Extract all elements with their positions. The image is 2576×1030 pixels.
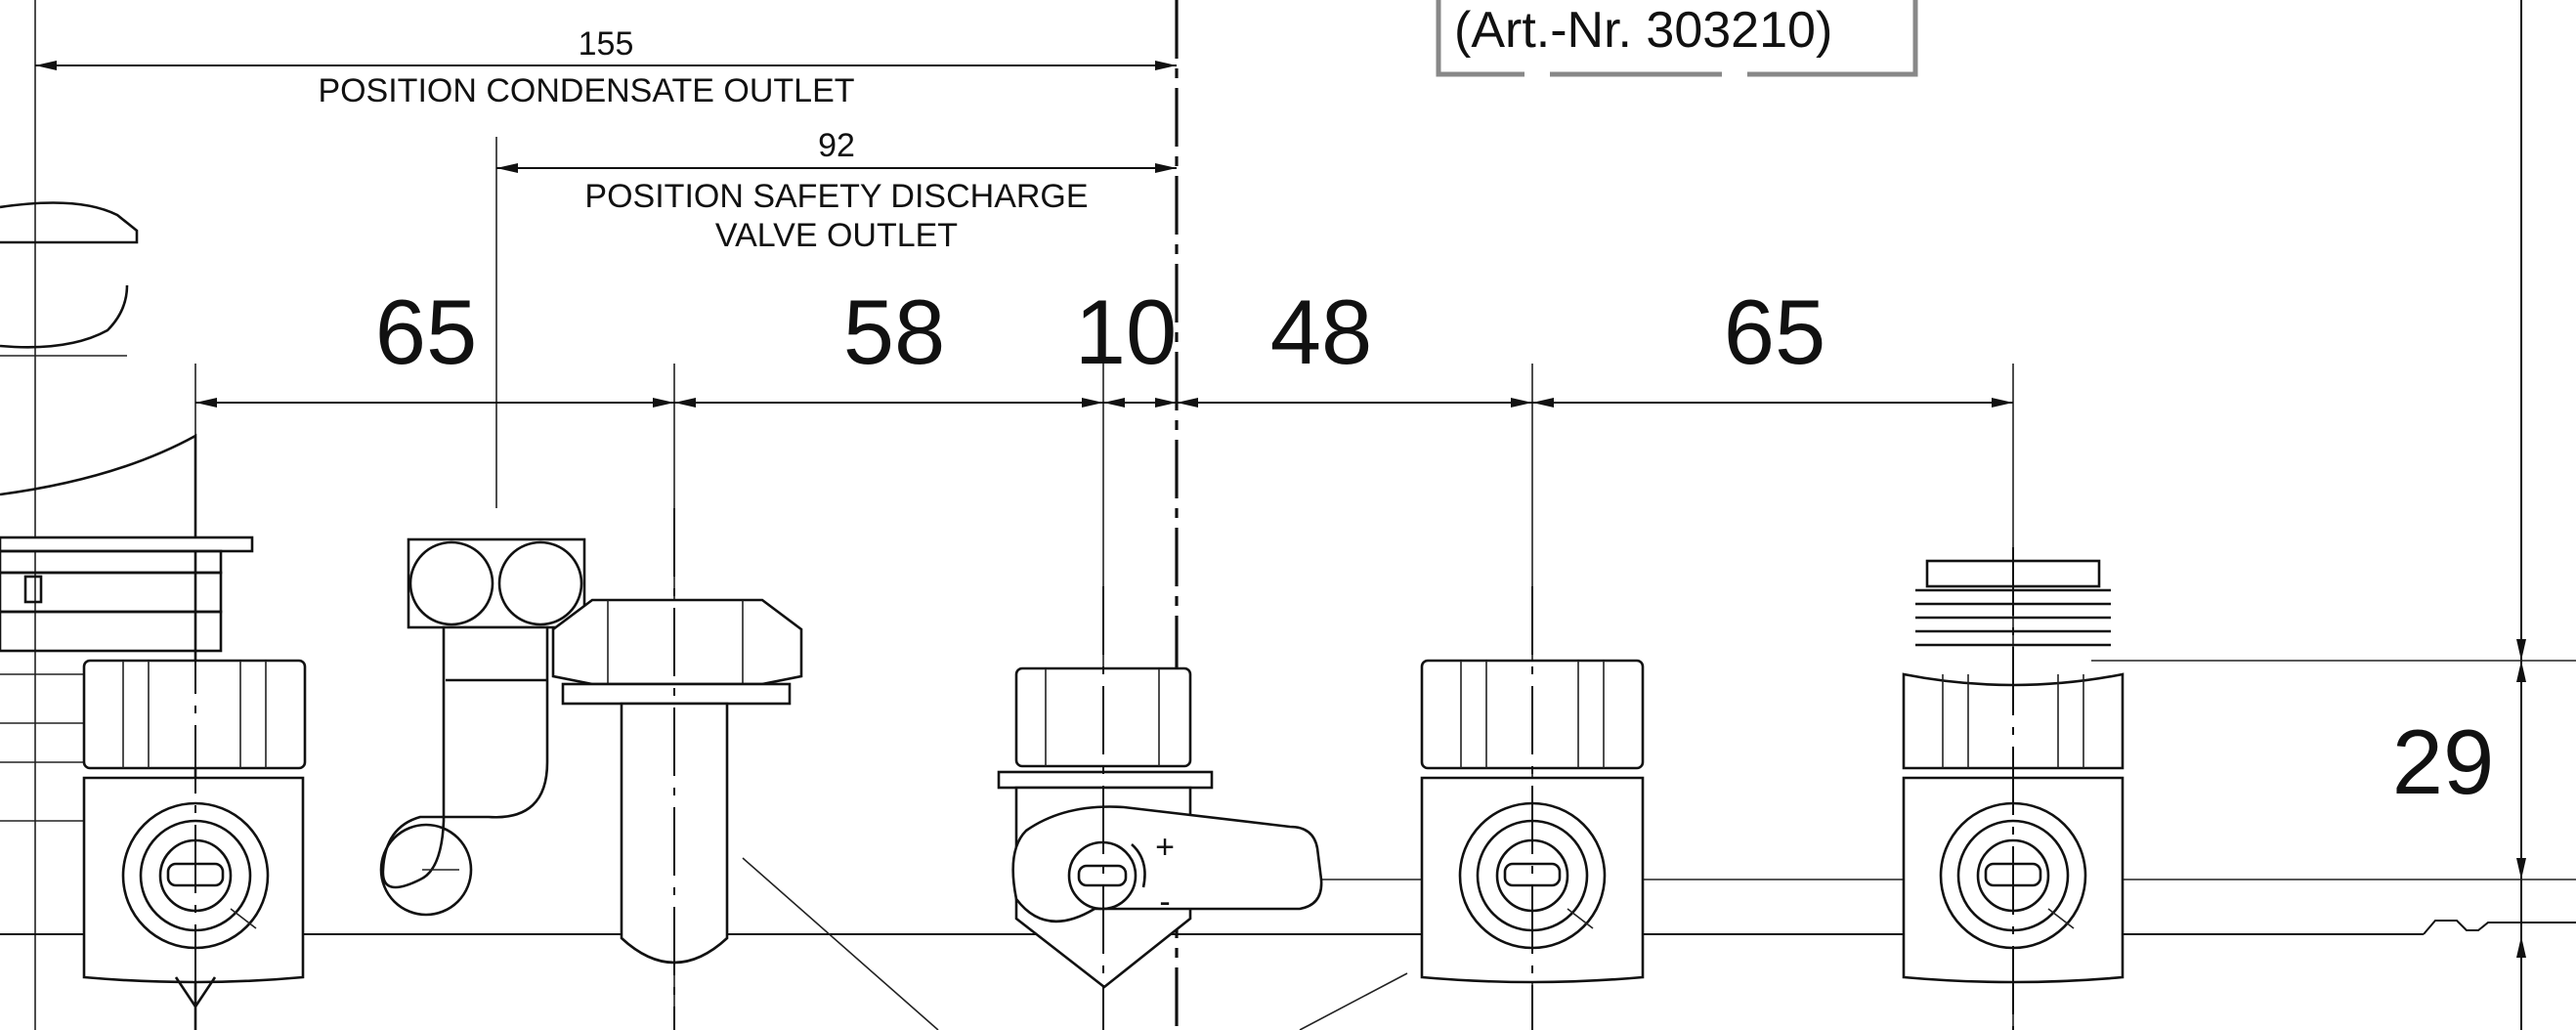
valve-body-4 [1420, 586, 1645, 1030]
base-line-step [2423, 920, 2576, 935]
lever-minus-mark: - [1159, 883, 1170, 921]
valve-body-1 [82, 625, 307, 1030]
height-dimension: 29 [1300, 0, 2576, 1030]
condensate-elbow-outlet [379, 537, 586, 917]
dimension-safety-discharge: 92 POSITION SAFETY DISCHARGE VALVE OUTLE… [495, 127, 1177, 508]
safety-discharge-outlet [551, 508, 939, 1030]
condensate-dimension-label: POSITION CONDENSATE OUTLET [318, 72, 854, 109]
spacing-value-3: 10 [1075, 280, 1178, 383]
valve-body-5-threaded [1902, 547, 2125, 1030]
spacing-value-1: 65 [375, 280, 478, 383]
article-number-note: (Art.-Nr. 303210) [1436, 0, 1918, 77]
valve-with-lever: + - [997, 586, 1408, 1030]
spacing-value-2: 58 [843, 280, 946, 383]
spacing-value-4: 48 [1270, 280, 1373, 383]
lever-plus-mark: + [1155, 829, 1175, 866]
safety-dimension-value: 92 [818, 127, 855, 164]
condensate-dimension-value: 155 [579, 25, 634, 63]
safety-dimension-label-line2: VALVE OUTLET [715, 217, 958, 254]
safety-dimension-label-line1: POSITION SAFETY DISCHARGE [584, 178, 1088, 215]
article-number-text: (Art.-Nr. 303210) [1454, 2, 1832, 59]
left-housing-partial [0, 201, 254, 1030]
spacing-value-5: 65 [1724, 280, 1826, 383]
spacing-dimension-chain: 65 58 10 48 65 [195, 280, 2013, 408]
dimension-condensate-outlet: 155 POSITION CONDENSATE OUTLET [35, 25, 1177, 109]
height-dimension-value: 29 [2392, 710, 2495, 813]
